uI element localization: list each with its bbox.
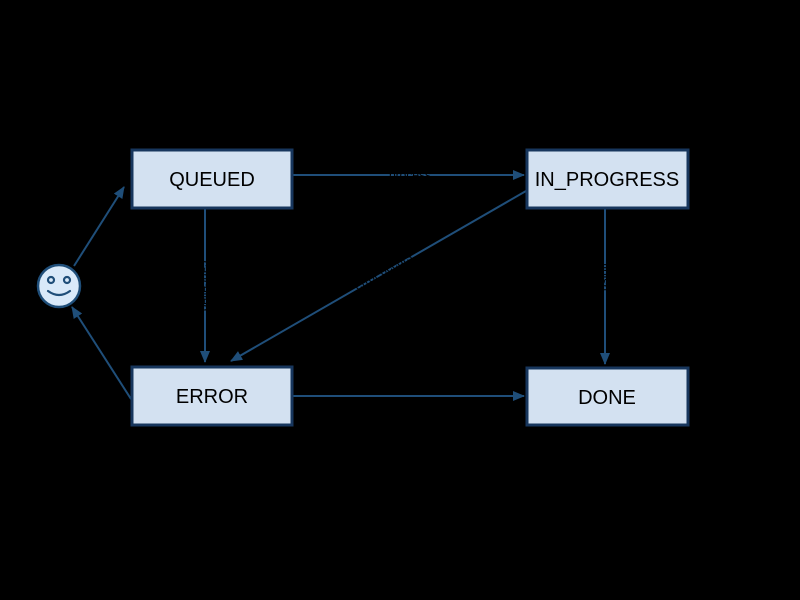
smiley-face-circle (36, 263, 82, 309)
state-node-done-box (525, 366, 690, 427)
state-node-queued-label: QUEUED (169, 169, 255, 191)
smiley-right-eye (62, 275, 72, 285)
state-node-in-progress-box (525, 148, 690, 210)
smiley-left-eye (46, 275, 56, 285)
edge-error-to-start (71, 306, 132, 400)
edge-label-queued-to-in-progress: process (389, 168, 431, 182)
edge-label-in-progress-to-error: error occurs (352, 249, 414, 293)
state-node-in-progress: IN_PROGRESS (525, 148, 690, 210)
state-node-error: ERROR (130, 365, 294, 427)
state-node-error-box (130, 365, 294, 427)
state-node-done-label: DONE (578, 387, 636, 409)
state-node-error-label: ERROR (176, 386, 248, 408)
edge-label-queued-to-error: cancelled (198, 261, 212, 312)
edge-start-to-queued (73, 186, 125, 267)
smiley-mouth (46, 289, 72, 297)
start-node-smiley-icon (36, 263, 82, 309)
edge-in-progress-to-error (230, 190, 527, 362)
state-node-in-progress-label: IN_PROGRESS (535, 169, 679, 191)
state-node-done: DONE (525, 366, 690, 427)
state-node-queued: QUEUED (130, 148, 294, 210)
edge-label-in-progress-to-done: finish (598, 263, 612, 291)
state-node-queued-box (130, 148, 294, 210)
